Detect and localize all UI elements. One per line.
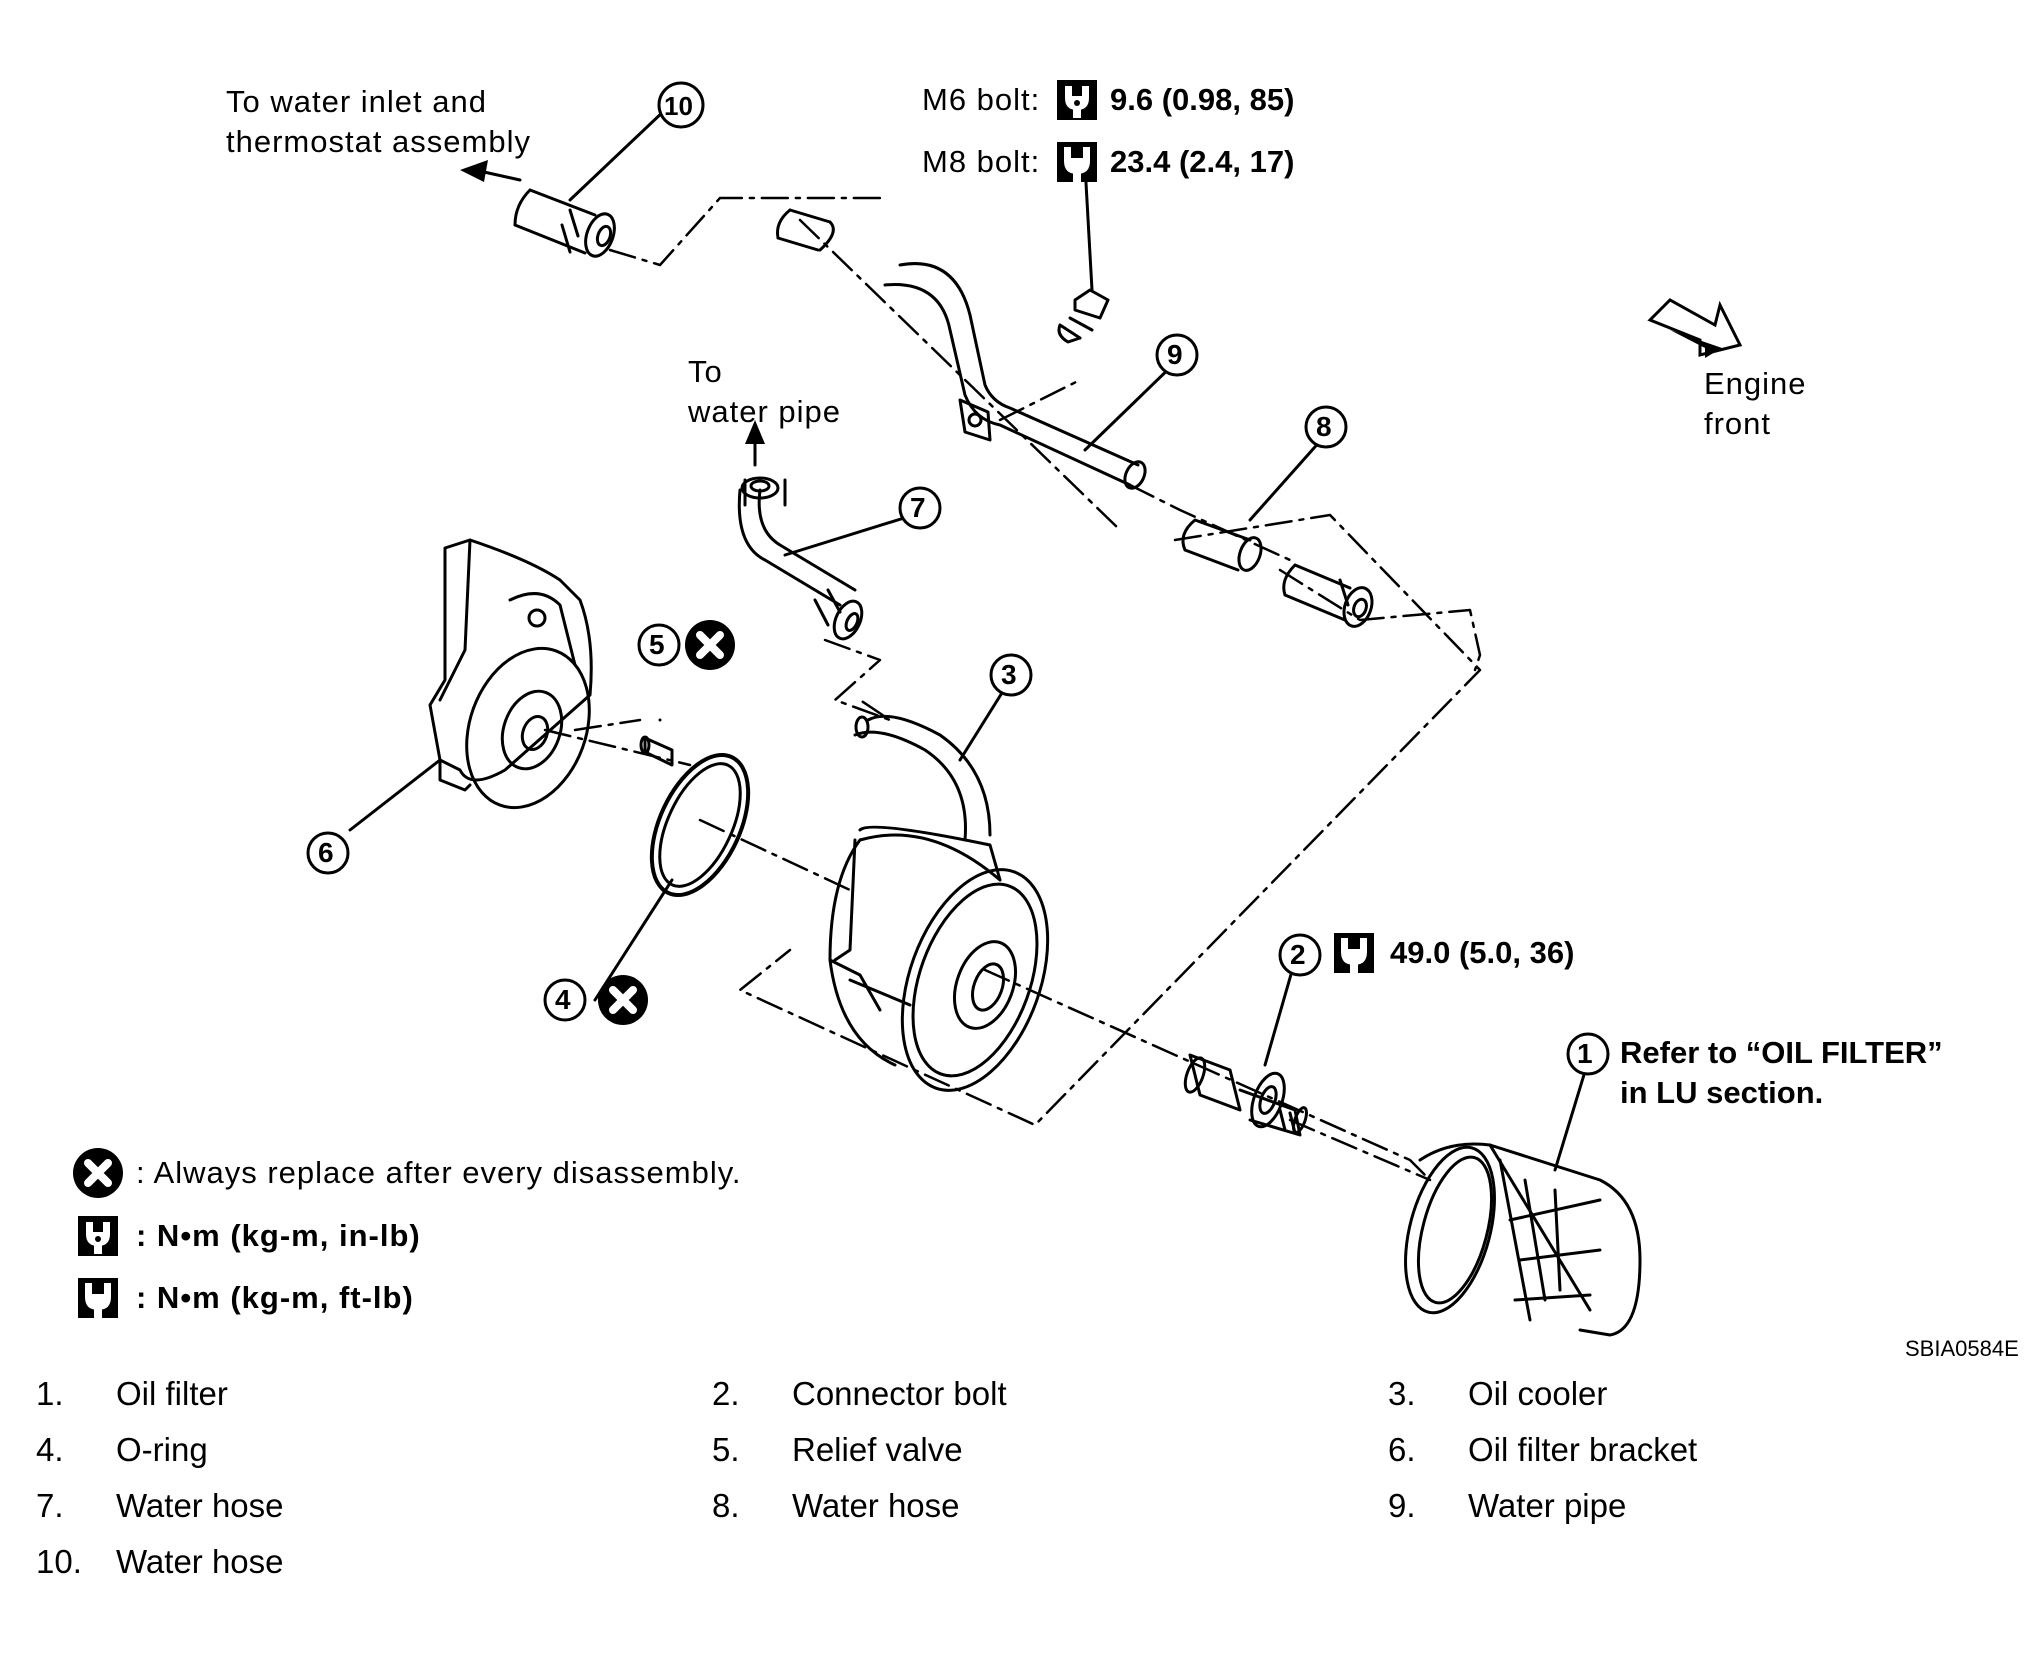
part-item: 4.O-ring xyxy=(36,1431,208,1468)
callout-1: 1 xyxy=(1577,1038,1593,1069)
callout-5: 5 xyxy=(649,629,665,660)
callout-2: 2 xyxy=(1290,939,1306,970)
engine-front-label-line2: front xyxy=(1704,406,1772,441)
to-water-pipe-label-line1: To xyxy=(688,354,723,389)
oil-filter-note-line2: in LU section. xyxy=(1620,1075,1824,1110)
figure-code: SBIA0584E xyxy=(1905,1336,2019,1361)
legend-torque-ft-text: : N•m (kg-m, ft-lb) xyxy=(136,1280,414,1315)
m8-bolt-label: M8 bolt: xyxy=(922,144,1041,179)
callout-4: 4 xyxy=(555,984,571,1015)
part-item: 10.Water hose xyxy=(36,1543,284,1580)
legend-replace-text: : Always replace after every disassembly… xyxy=(136,1155,742,1190)
part-item: 6.Oil filter bracket xyxy=(1388,1431,1698,1468)
part-item: 9.Water pipe xyxy=(1388,1487,1627,1524)
callout-9: 9 xyxy=(1167,339,1183,370)
callout-10: 10 xyxy=(664,91,693,121)
m8-bolt-torque: 23.4 (2.4, 17) xyxy=(1110,144,1295,179)
callout-7: 7 xyxy=(910,492,926,523)
water-inlet-label-line1: To water inlet and xyxy=(226,84,487,119)
engine-front-arrow-icon xyxy=(1647,298,1743,358)
callout-8: 8 xyxy=(1316,411,1332,442)
part-item: 7.Water hose xyxy=(36,1487,284,1524)
part-item: 5.Relief valve xyxy=(712,1431,963,1468)
connector-bolt-torque: 49.0 (5.0, 36) xyxy=(1390,935,1575,970)
water-inlet-label-line2: thermostat assembly xyxy=(226,124,531,159)
oil-filter-note-line1: Refer to “OIL FILTER” xyxy=(1620,1035,1943,1070)
to-water-pipe-label-line2: water pipe xyxy=(688,394,842,429)
engine-front-label-line1: Engine xyxy=(1704,366,1807,401)
callout-3: 3 xyxy=(1001,659,1017,690)
callout-6: 6 xyxy=(318,837,334,868)
m6-bolt-label: M6 bolt: xyxy=(922,82,1041,117)
part-item: 8.Water hose xyxy=(712,1487,960,1524)
legend-torque-in-text: : N•m (kg-m, in-lb) xyxy=(136,1218,421,1253)
part-item: 2.Connector bolt xyxy=(712,1375,1007,1412)
part-item: 3.Oil cooler xyxy=(1388,1375,1608,1412)
m6-bolt-torque: 9.6 (0.98, 85) xyxy=(1110,82,1295,117)
part-item: 1.Oil filter xyxy=(36,1375,228,1412)
